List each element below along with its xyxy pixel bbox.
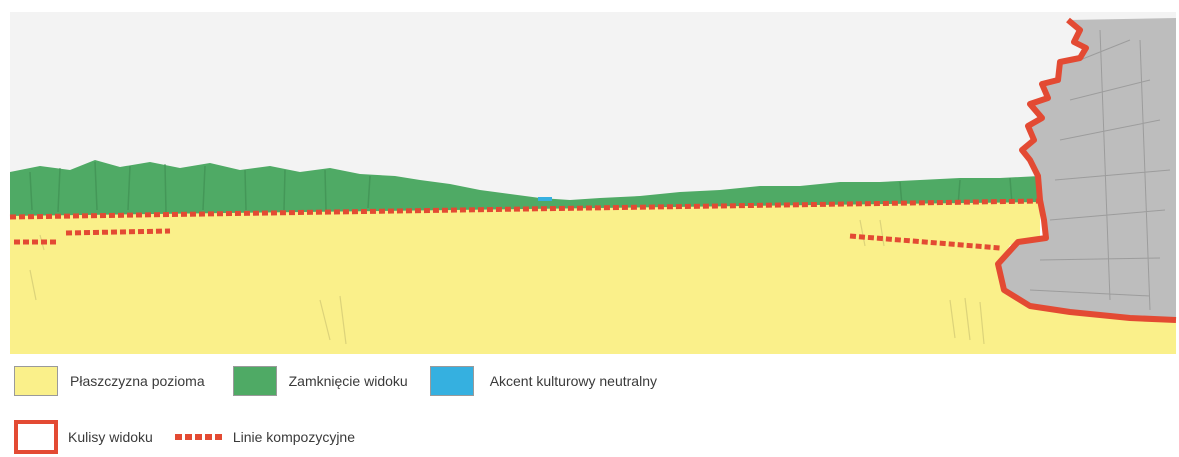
tree-texture <box>1029 29 1171 311</box>
legend-label: Linie kompozycyjne <box>232 429 355 445</box>
landscape-diagram <box>9 12 1177 354</box>
water-accent <box>538 197 552 201</box>
legend-item-linie: Linie kompozycyjne <box>174 429 355 445</box>
legend-label: Kulisy widoku <box>68 429 153 445</box>
legend-label: Akcent kulturowy neutralny <box>489 373 657 389</box>
composition-line-left-upper <box>65 228 171 236</box>
swatch-yellow <box>14 366 58 396</box>
treeline-zone <box>10 160 1040 216</box>
legend-row-2: Kulisy widoku Linie kompozycyjne <box>14 420 377 454</box>
legend-label: Płaszczyzna pozioma <box>70 373 205 389</box>
dashed-line-swatch <box>174 434 225 440</box>
legend-item-kulisy: Kulisy widoku <box>14 420 153 454</box>
meadow-plane <box>10 202 1176 354</box>
legend-item-plaszczyzna: Płaszczyzna pozioma <box>14 366 205 396</box>
legend-row-1: Płaszczyzna pozioma Zamknięcie widoku Ak… <box>14 366 679 396</box>
swatch-blue <box>429 366 474 396</box>
legend-item-akcent: Akcent kulturowy neutralny <box>429 366 657 396</box>
kulisy-outline-swatch <box>14 420 58 454</box>
treeline-texture <box>29 161 1013 213</box>
swatch-green <box>232 366 277 396</box>
legend-label: Zamknięcie widoku <box>288 373 408 389</box>
composition-line-right <box>849 233 1001 251</box>
legend-item-zamkniecie: Zamknięcie widoku <box>232 366 408 396</box>
scene-kulisa-outline <box>995 17 1177 323</box>
composition-line-horizon <box>9 198 1041 220</box>
tree-mass <box>998 18 1176 320</box>
